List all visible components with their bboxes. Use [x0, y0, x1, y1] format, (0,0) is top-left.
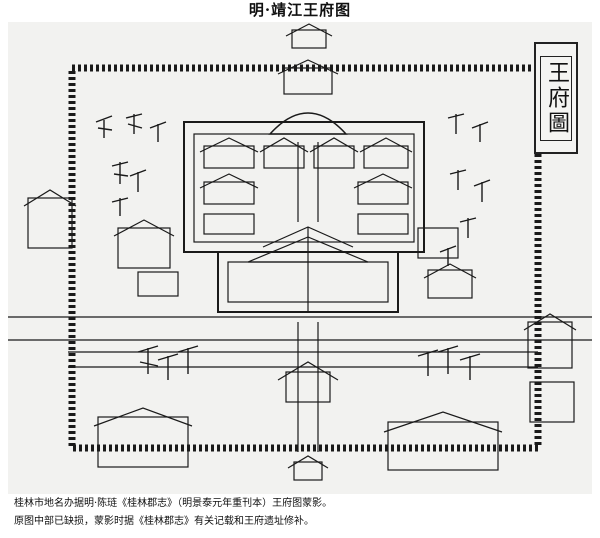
north-gate-building	[277, 23, 339, 95]
garden-trees	[95, 113, 491, 380]
outer-city-wall	[68, 64, 542, 452]
west-side-compounds	[23, 189, 193, 468]
title-plaque: 王府圖	[534, 42, 578, 154]
inner-palace-wall	[183, 121, 425, 253]
caption-line-2: 原图中部已缺损，蒙影时据《桂林郡志》有关记载和王府遗址修补。	[14, 516, 314, 527]
inner-courtyard-buildings	[199, 137, 413, 235]
east-west-road	[8, 316, 592, 341]
caption-line-1: 桂林市地名办据明·陈琏《桂林郡志》（明景泰元年重刊本）王府图蒙影。	[14, 498, 333, 509]
palace-map-drawing: 王府圖	[8, 22, 592, 494]
east-side-compounds	[383, 227, 577, 471]
page-header-title: 明·靖江王府图	[248, 1, 352, 19]
plaque-text: 王府圖	[540, 55, 572, 141]
hill-mound	[268, 112, 348, 135]
south-gate-building	[277, 361, 339, 481]
main-hall-building	[217, 226, 399, 313]
